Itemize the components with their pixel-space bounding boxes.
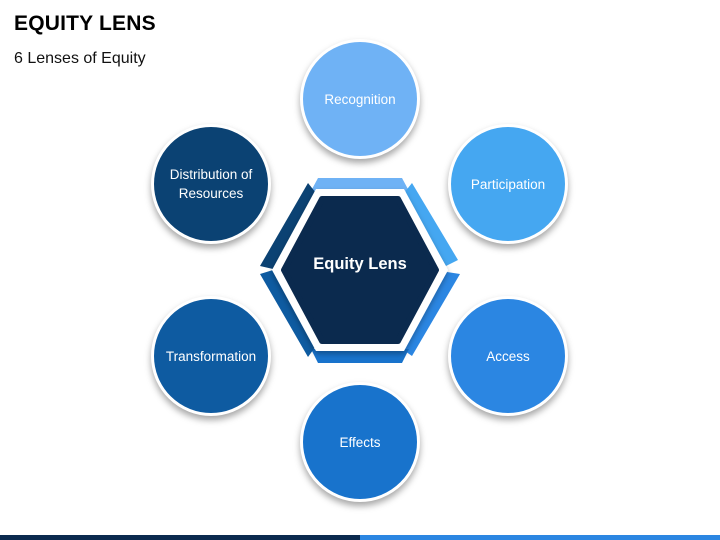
lens-label: Effects — [339, 434, 381, 450]
lens-label: Participation — [470, 176, 546, 192]
center-label: Equity Lens — [313, 255, 407, 273]
lens-distribution-of-resources: Distribution of Resources — [151, 124, 271, 244]
lens-access: Access — [448, 296, 568, 416]
ring-segment-top-left — [260, 183, 316, 269]
lens-label: Transformation — [165, 348, 257, 364]
lens-label: Distribution of Resources — [169, 167, 253, 201]
lens-transformation: Transformation — [151, 296, 271, 416]
lens-label: Recognition — [324, 91, 396, 107]
lens-recognition: Recognition — [300, 39, 420, 159]
ring-segment-bottom-right — [402, 272, 460, 356]
slide-title: EQUITY LENS — [14, 12, 156, 35]
ring-segment-bottom — [311, 349, 409, 363]
lens-label: Access — [486, 348, 530, 364]
outer-ring — [260, 178, 460, 363]
ring-segment-top — [311, 178, 409, 191]
footer-segment-dark — [0, 535, 360, 540]
footer-segment-blue — [360, 535, 720, 540]
lens-effects: Effects — [300, 382, 420, 502]
ring-segment-top-right — [404, 183, 458, 266]
slide-subtitle: 6 Lenses of Equity — [14, 50, 146, 67]
center-hexagon — [281, 196, 439, 344]
lens-participation: Participation — [448, 124, 568, 244]
footer-bar — [0, 535, 720, 540]
ring-segment-bottom-left — [260, 270, 316, 357]
